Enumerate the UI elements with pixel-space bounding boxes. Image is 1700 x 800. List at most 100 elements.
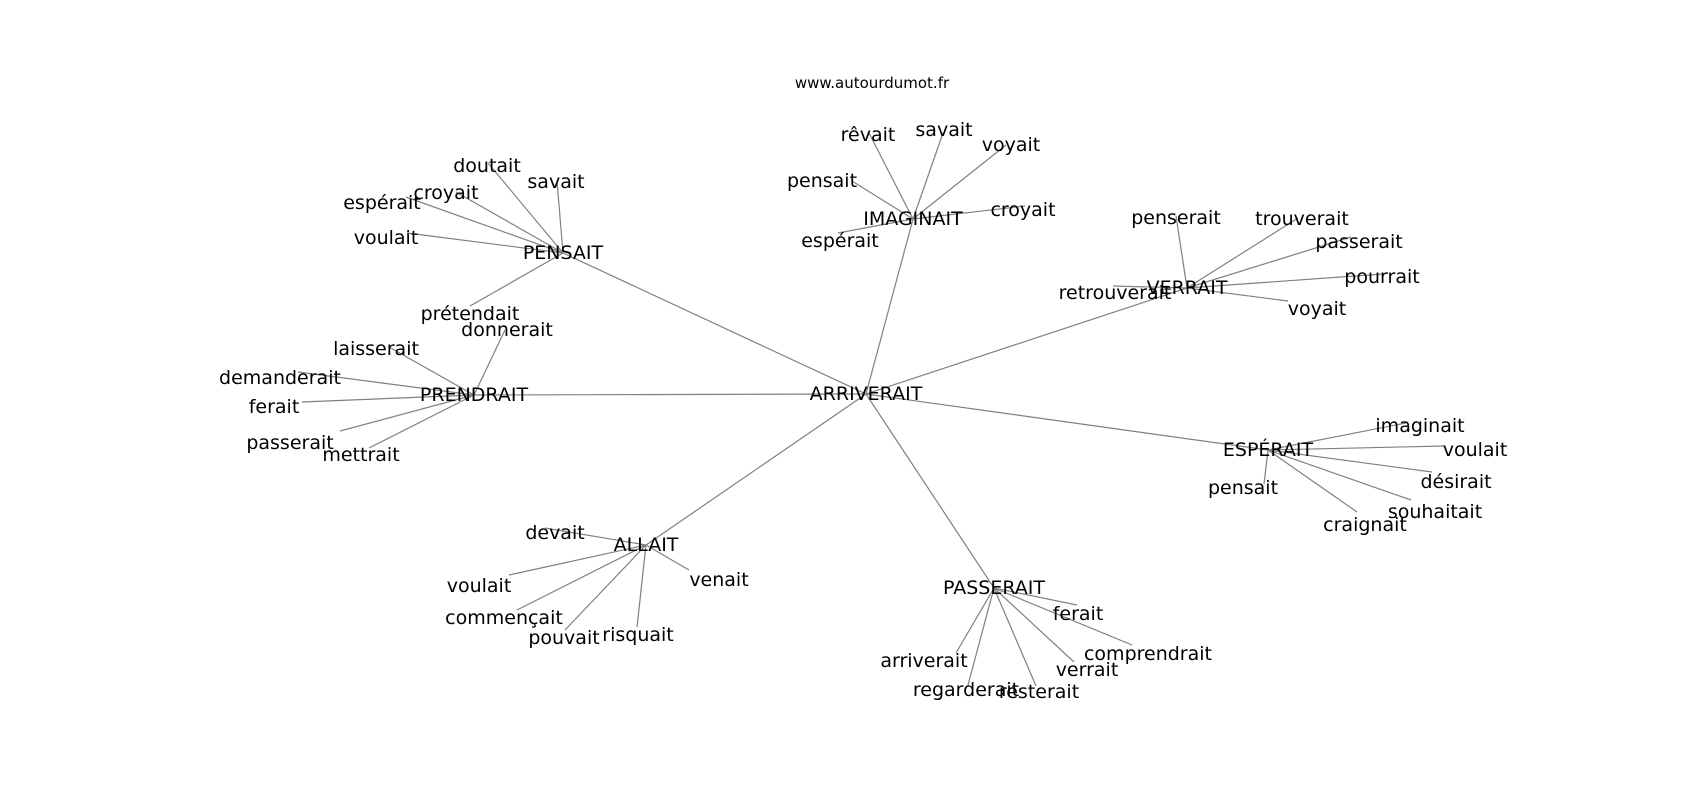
leaf-node-label: pensait [1208,477,1278,499]
hub-node-verrait: VERRAIT [1147,277,1228,299]
edge-verrait-leaf [1186,217,1299,289]
edge-allait-leaf [508,544,647,576]
edge-prendrait-leaf [301,394,475,403]
edge-allait-leaf [645,544,690,571]
leaf-node-label: voyait [1288,298,1346,320]
leaf-node-label: regarderait [913,679,1019,701]
leaf-node-label: laisserait [333,338,419,360]
edge-passerait-leaf [993,587,1078,606]
edge-verrait-leaf [1112,285,1188,289]
leaf-node-label: passerait [246,432,333,454]
leaf-node-label: comprendrait [1084,643,1212,665]
edge-pensait-leaf [469,252,564,307]
edge-passerait-leaf [967,587,995,686]
edge-verrait-leaf [1175,215,1188,289]
edge-imaginait-leaf [912,132,944,220]
edge-pensait-leaf [455,191,564,254]
labels: www.autourdumot.fr ARRIVERAIT PENSAIT dou… [219,74,1507,703]
edge-allait-leaf [564,544,647,631]
hub-node-prendrait: PRENDRAIT [420,384,529,406]
edge-root-esperait [865,393,1269,451]
leaf-node-label: pourrait [1344,266,1419,288]
edge-allait-leaf [516,544,647,611]
leaf-node-label: savait [527,171,584,193]
leaf-node-label: pensait [787,170,857,192]
edge-root-prendrait [473,393,867,396]
edge-prendrait-leaf [297,371,475,396]
hub-node-passerait: PASSERAIT [943,577,1045,599]
edge-allait-leaf [544,527,647,546]
leaf-node-label: mettrait [322,444,399,466]
edge-passerait-leaf [955,587,995,654]
edge-imaginait-leaf [912,144,1007,220]
leaf-node-label: pouvait [528,627,599,649]
edge-passerait-leaf [993,587,1037,687]
edge-prendrait-leaf [388,346,475,396]
leaf-node-label: croyait [413,182,478,204]
leaf-node-label: ferait [249,396,300,418]
leaf-node-label: venait [689,569,748,591]
leaf-node-label: resterait [999,681,1079,703]
hub-node-imaginait: IMAGINAIT [863,208,963,230]
leaf-node-label: voyait [982,134,1040,156]
edge-esperait-leaf [1267,449,1358,513]
leaf-node-label: verrait [1056,659,1119,681]
leaf-node-label: croyait [990,199,1055,221]
leaf-node-label: espérait [343,192,421,214]
edge-prendrait-leaf [339,394,475,432]
leaf-node-label: doutait [453,155,521,177]
edge-pensait-leaf [487,162,564,254]
leaf-node-label: désirait [1420,471,1491,493]
edge-passerait-leaf [993,587,1075,663]
edge-imaginait-leaf [837,218,914,234]
leaf-node-label: savait [915,119,972,141]
edge-imaginait-leaf [868,132,914,220]
hub-node-allait: ALLAIT [614,534,679,556]
hub-node-esperait: ESPÉRAIT [1223,438,1314,461]
edge-pensait-leaf [406,232,564,254]
leaf-node-label: imaginait [1375,415,1464,437]
edge-prendrait-leaf [368,394,475,449]
leaf-node-label: craignait [1323,514,1407,536]
edge-esperait-leaf [1267,449,1412,501]
leaf-node-label: passerait [1315,231,1402,253]
edge-root-imaginait [865,218,914,395]
edge-esperait-leaf [1267,449,1433,473]
edge-passerait-leaf [993,587,1133,646]
leaf-node-label: espérait [801,230,879,252]
leaf-node-label: arriverait [880,650,967,672]
leaf-node-label: devait [525,522,584,544]
source-label: www.autourdumot.fr [795,74,950,92]
edge-prendrait-leaf [473,329,506,396]
leaf-node-label: voulait [447,575,512,597]
leaf-node-label: ferait [1053,603,1104,625]
edge-verrait-leaf [1186,236,1352,289]
edge-root-passerait [865,393,995,589]
leaf-node-label: donnerait [461,319,553,341]
leaf-node-label: commençait [445,607,563,629]
leaf-node-label: voulait [1443,439,1508,461]
edge-root-verrait [865,287,1188,395]
edge-esperait-leaf [1263,449,1269,485]
edge-imaginait-leaf [851,180,914,220]
edge-allait-leaf [636,544,647,628]
edge-pensait-leaf [556,180,564,254]
leaf-node-label: souhaitait [1388,501,1482,523]
root-node-label: ARRIVERAIT [810,383,923,405]
edge-pensait-leaf [405,196,564,254]
edge-verrait-leaf [1186,287,1289,302]
edge-verrait-leaf [1186,273,1384,289]
leaf-node-label: risquait [602,624,673,646]
leaf-node-label: penserait [1131,207,1221,229]
edge-esperait-leaf [1267,445,1445,451]
edge-root-pensait [562,252,867,395]
edge-esperait-leaf [1267,422,1407,451]
edge-imaginait-leaf [912,205,1026,220]
leaf-node-label: retrouverait [1059,282,1172,304]
edges [297,132,1445,687]
leaf-node-label: rêvait [841,124,896,146]
hub-node-pensait: PENSAIT [523,242,604,264]
leaf-node-label: prétendait [421,303,520,325]
edge-root-allait [645,393,867,546]
